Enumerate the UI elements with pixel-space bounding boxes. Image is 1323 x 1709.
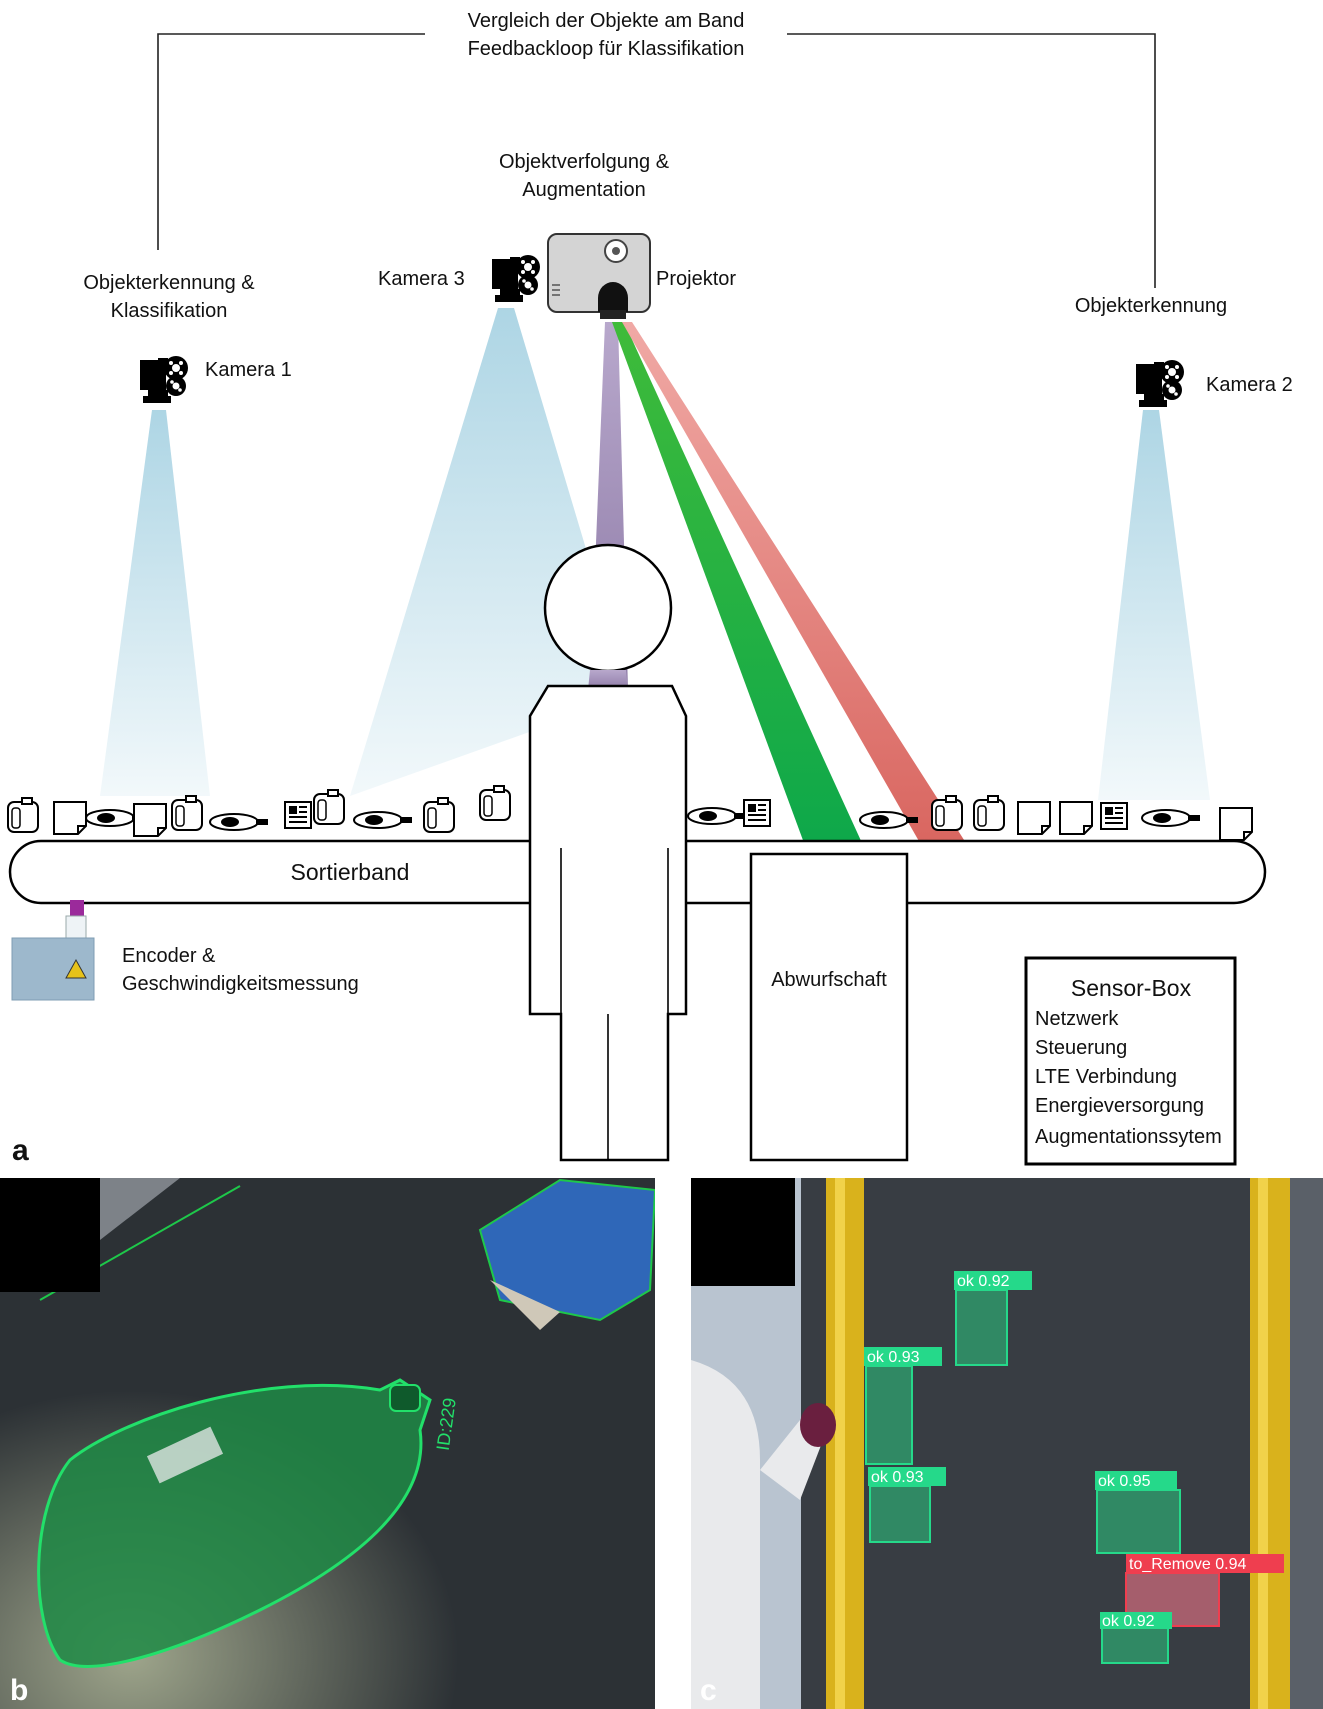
paper-icon [133,803,167,837]
paper-icon [1059,801,1093,835]
sensor-box-item: Netzwerk [1035,1008,1119,1030]
packaging-object [478,1178,655,1322]
canister-icon [313,789,345,825]
paper-icon [1017,801,1051,835]
canister-icon [479,785,511,821]
sensor-box-item: Augmentationssytem [1035,1126,1222,1148]
detection-box: ok 0.92 [954,1271,1032,1366]
feedback-label-line2: Feedbackloop für Klassifikation [468,38,745,60]
canister-icon [171,795,203,831]
detect-class-label-line1: Objekterkennung & [83,272,255,294]
sensor-box-item: Energieversorgung [1035,1095,1204,1117]
sensor-box: Sensor-Box Netzwerk Steuerung LTE Verbin… [1024,956,1237,1166]
camera3-icon [492,255,540,302]
detection-label: ok 0.93 [867,1349,920,1366]
discharge-chute-label: Abwurfschaft [771,969,887,991]
panel-a-label: a [12,1134,29,1167]
camera3-label: Kamera 3 [378,268,465,290]
detection-label: ok 0.92 [1102,1613,1155,1630]
projector-label: Projektor [656,268,736,290]
redaction-box [691,1178,795,1286]
sensor-box-item: LTE Verbindung [1035,1066,1177,1088]
bottle-icon [1141,809,1201,827]
detection-label: ok 0.95 [1098,1473,1151,1490]
projector-green-beam [612,322,862,843]
detection-label: ok 0.92 [957,1273,1010,1290]
sorting-belt-label: Sortierband [291,859,410,885]
camera3-view-beam [350,308,630,796]
panel-c-label: c [700,1674,717,1707]
sensor-box-item: Steuerung [1035,1037,1127,1059]
worker-figure [528,543,688,1162]
canister-icon [973,795,1005,831]
discharge-chute [749,852,909,1162]
detection-box: to_Remove 0.94 [1125,1554,1284,1627]
panel-a-diagram: Vergleich der Objekte am Band Feedbacklo… [7,10,1293,1167]
encoder-device [11,900,95,1001]
camera1-view-beam [100,410,210,796]
camera2-icon [1136,360,1184,407]
bottle-icon [353,811,413,829]
bottle-icon [209,813,269,831]
camera2-view-beam [1098,410,1210,800]
tracking-label-line1: Objektverfolgung & [499,151,670,173]
newspaper-icon [1100,802,1128,830]
camera1-icon [140,356,188,403]
camera2-label: Kamera 2 [1206,374,1293,396]
sensor-box-title: Sensor-Box [1071,975,1192,1001]
panel-b-photo: ID:229 [0,1178,655,1709]
detect-class-label-line2: Klassifikation [111,300,228,322]
projector-red-beam [622,322,966,843]
panel-c-photo: ok 0.92 ok 0.93 ok 0.93 ok 0.95 to_Remov… [691,1178,1323,1709]
projector-icon [547,233,651,319]
bottle-icon [687,807,747,825]
green-bottle-object [37,1378,432,1668]
canister-icon [423,797,455,833]
newspaper-icon [284,801,312,829]
feedback-loop-line [157,33,1156,288]
feedback-label-line1: Vergleich der Objekte am Band [468,10,745,32]
tracking-label-line2: Augmentation [522,179,645,201]
paper-icon [53,801,87,835]
detection-box: ok 0.95 [1095,1471,1181,1554]
detection-label: Objekterkennung [1075,295,1227,317]
detection-box: ok 0.93 [868,1467,946,1543]
canister-icon [931,795,963,831]
encoder-label-line2: Geschwindigkeitsmessung [122,973,359,995]
detection-box: ok 0.93 [864,1347,942,1465]
encoder-label-line1: Encoder & [122,945,216,967]
panel-b-label: b [10,1674,28,1707]
detection-label: to_Remove 0.94 [1129,1556,1247,1573]
camera1-label: Kamera 1 [205,359,292,381]
detection-box: ok 0.92 [1100,1612,1172,1664]
newspaper-icon [743,799,771,827]
detection-label: ok 0.93 [871,1469,924,1486]
canister-icon [7,797,39,833]
redaction-box [0,1178,100,1292]
paper-icon [1219,807,1253,841]
